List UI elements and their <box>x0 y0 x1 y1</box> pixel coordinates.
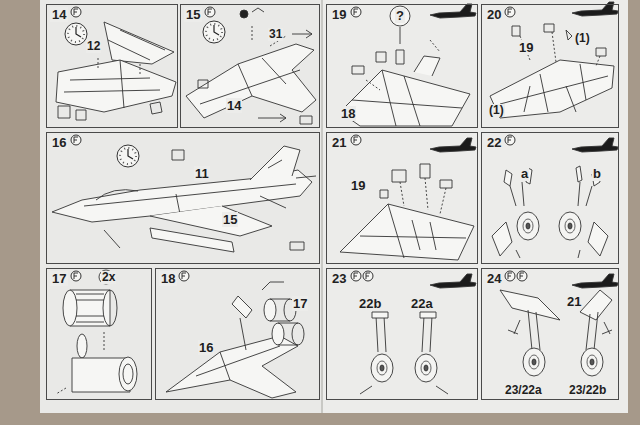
step-number: 14 <box>50 7 68 22</box>
step-number: 21 <box>330 135 348 150</box>
callout-number: (1) <box>574 32 591 45</box>
callout-number: 22a <box>410 296 434 311</box>
callout-number: b <box>592 166 602 181</box>
step-number: 15 <box>184 7 202 22</box>
step-panel: 14 <box>46 4 178 128</box>
callout-number: 31 <box>268 28 283 41</box>
step-panel: 24 <box>481 268 619 400</box>
step-panel: 16 <box>46 132 320 264</box>
step-panel: 15 <box>180 4 320 128</box>
callout-number: 22b <box>358 296 382 311</box>
step-panel: 18 <box>155 268 320 400</box>
step-panel: 23 <box>326 268 478 400</box>
callout-number: 19 <box>350 178 366 193</box>
callout-number: 2x <box>101 271 116 284</box>
callout-number: 16 <box>198 340 214 355</box>
step-number: 16 <box>50 135 68 150</box>
step-number: 20 <box>485 7 503 22</box>
callout-number: a <box>520 166 529 181</box>
callout-number: 17 <box>292 296 308 311</box>
callout-number: ? <box>395 8 405 23</box>
step-panel: 22 <box>481 132 619 264</box>
step-number: 24 <box>485 271 503 286</box>
step-number: 17 <box>50 271 68 286</box>
callout-number: 15 <box>222 212 238 227</box>
callout-number: (1) <box>488 104 505 117</box>
callout-number: 18 <box>340 106 356 121</box>
step-panel: 21 <box>326 132 478 264</box>
callout-number: 21 <box>566 294 582 309</box>
callout-number: 11 <box>194 166 210 181</box>
step-number: 19 <box>330 7 348 22</box>
callout-number: 23/22b <box>568 384 607 397</box>
step-panel: 17 <box>46 268 152 400</box>
callout-number: 19 <box>518 40 534 55</box>
callout-number: 14 <box>226 98 242 113</box>
step-number: 18 <box>159 271 177 286</box>
callout-number: 23/22a <box>504 384 543 397</box>
callout-number: 12 <box>86 40 101 53</box>
step-number: 22 <box>485 135 503 150</box>
step-number: 23 <box>330 271 348 286</box>
